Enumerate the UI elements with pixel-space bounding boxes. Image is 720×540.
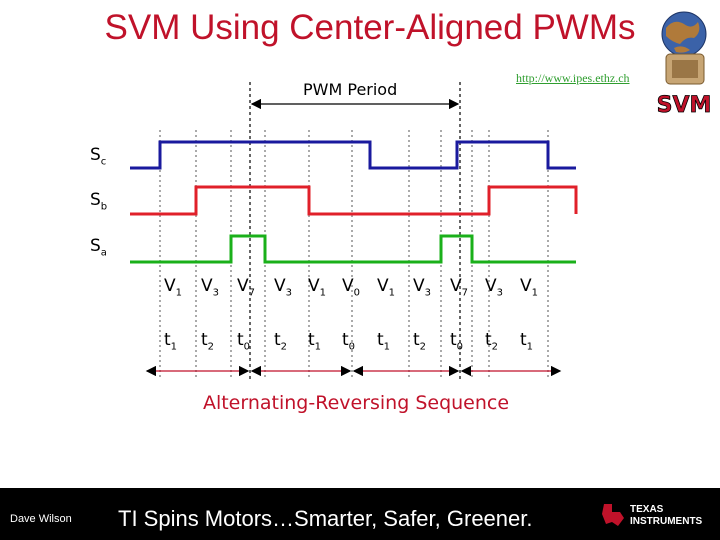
time-label-4: t1 — [308, 330, 322, 353]
time-label-6: t1 — [377, 330, 391, 353]
time-label-2: t0 — [237, 330, 251, 353]
vector-label-10: V1 — [520, 276, 539, 299]
vector-label-8: V7 — [450, 276, 469, 299]
time-label-1: t2 — [201, 330, 215, 353]
vector-label-6: V1 — [377, 276, 396, 299]
signal-label-sa: Sa — [90, 236, 107, 259]
vector-label-3: V3 — [274, 276, 293, 299]
signal-label-sc: Sc — [90, 145, 107, 168]
svm-logo: SVM — [652, 8, 716, 120]
time-label-9: t2 — [485, 330, 499, 353]
time-label-8: t0 — [450, 330, 464, 353]
footer-tagline: TI Spins Motors…Smarter, Safer, Greener. — [118, 506, 533, 531]
time-label-10: t1 — [520, 330, 534, 353]
texas-state-icon — [602, 504, 624, 526]
ti-logo-line1: TEXAS — [630, 504, 664, 515]
pwm-period-label: PWM Period — [303, 80, 398, 99]
time-label-5: t0 — [342, 330, 356, 353]
slide-title: SVM Using Center-Aligned PWMs — [104, 8, 636, 47]
ti-logo: TEXAS INSTRUMENTS — [600, 502, 712, 530]
ti-logo-line2: INSTRUMENTS — [630, 516, 703, 527]
time-label-3: t2 — [274, 330, 288, 353]
time-label-7: t2 — [413, 330, 427, 353]
footer-author: Dave Wilson — [10, 513, 72, 525]
timing-diagram — [130, 82, 578, 380]
waveform-sc — [130, 140, 576, 170]
vector-label-5: V0 — [342, 276, 361, 299]
vector-label-2: V7 — [237, 276, 256, 299]
vector-label-7: V3 — [413, 276, 432, 299]
vector-label-4: V1 — [308, 276, 327, 299]
vector-label-0: V1 — [164, 276, 183, 299]
svm-logo-text: SVM — [657, 93, 712, 118]
vector-label-1: V3 — [201, 276, 220, 299]
waveform-sb — [130, 185, 578, 216]
sequence-label: Alternating-Reversing Sequence — [202, 392, 510, 414]
time-label-0: t1 — [164, 330, 178, 353]
footer-bar: Dave Wilson TI Spins Motors…Smarter, Saf… — [0, 488, 720, 540]
waveform-sa — [130, 234, 576, 264]
source-link[interactable]: http://www.ipes.ethz.ch — [516, 71, 630, 85]
signal-label-sb: Sb — [90, 190, 108, 213]
vector-label-9: V3 — [485, 276, 504, 299]
